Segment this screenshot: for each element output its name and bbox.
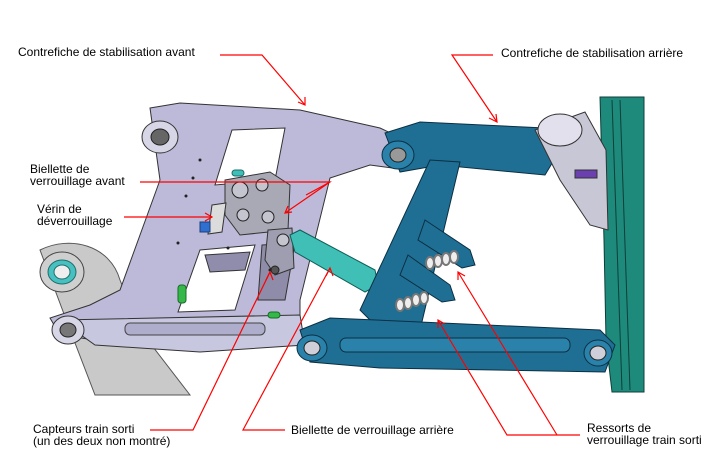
label-text-line2: verrouillage train sorti [587, 433, 702, 447]
label-text-line2: (un des deux non montré) [33, 434, 171, 448]
label-text: Contrefiche de stabilisation arrière [501, 46, 684, 60]
label-rear-stabilising-strut: Contrefiche de stabilisation arrière [501, 47, 683, 59]
retraction-actuator [534, 111, 609, 231]
arrowhead-actuator [204, 212, 214, 222]
leader-rear-link [241, 267, 331, 431]
arrowhead-front-strut [297, 97, 306, 106]
rear-stabilising-strut [296, 121, 616, 373]
arrowhead-springs-b [457, 270, 466, 280]
label-text-line1: Vérin de [37, 202, 82, 216]
label-unlock-actuator: Vérin de déverrouillage [37, 203, 112, 227]
label-gear-down-sensors: Capteurs train sorti (un des deux non mo… [33, 423, 170, 447]
label-front-stabilising-strut: Contrefiche de stabilisation avant [18, 46, 195, 58]
label-text-line1: Biellette de [30, 162, 90, 176]
label-lock-springs: Ressorts de verrouillage train sorti [587, 422, 702, 446]
label-text-line2: verrouillage avant [30, 174, 125, 188]
lock-mechanism [177, 169, 295, 319]
label-text-line2: déverrouillage [37, 214, 113, 228]
leader-front-link-b [305, 181, 331, 196]
arrowhead-sensors [265, 270, 274, 281]
leader-rear-strut [450, 54, 498, 123]
arrowhead-rear-link [325, 266, 334, 277]
leader-lines [124, 54, 580, 436]
leader-springs [437, 319, 580, 436]
label-text-line1: Capteurs train sorti [33, 422, 135, 436]
label-text: Contrefiche de stabilisation avant [18, 45, 195, 59]
arrowhead-springs-a [437, 318, 446, 328]
leader-sensors [150, 271, 271, 431]
leader-springs-b [457, 271, 558, 436]
structure-frame [599, 96, 645, 393]
label-front-lock-link: Biellette de verrouillage avant [30, 163, 125, 187]
leader-front-strut [220, 54, 306, 106]
label-rear-lock-link: Biellette de verrouillage arrière [291, 424, 454, 436]
arrowhead-rear-strut [488, 113, 498, 124]
arrowhead-front-link [284, 205, 293, 214]
label-text-line1: Ressorts de [587, 421, 652, 435]
label-text: Biellette de verrouillage arrière [291, 423, 454, 437]
